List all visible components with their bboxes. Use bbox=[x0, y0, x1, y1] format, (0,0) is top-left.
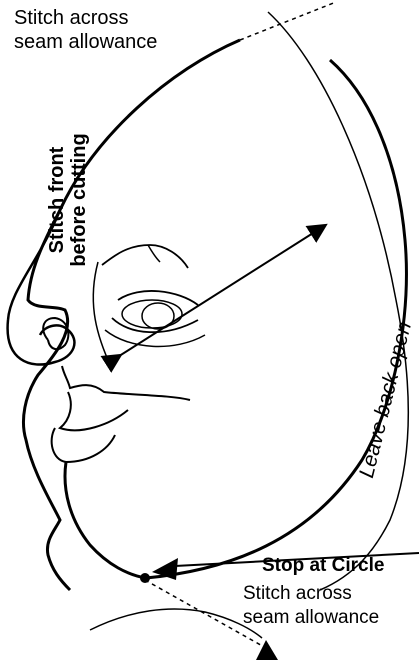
mouth bbox=[60, 392, 128, 430]
lower-lip bbox=[52, 428, 115, 462]
top-stitch-note: Stitch across seam allowance bbox=[14, 6, 157, 54]
cheek-line bbox=[93, 262, 108, 360]
seam-allowance-outline bbox=[268, 12, 408, 590]
bottom-stitch-note-line1: Stitch across bbox=[243, 582, 379, 606]
lower-back-seam bbox=[146, 60, 406, 578]
eyebrow-accent bbox=[148, 245, 160, 262]
upper-lip bbox=[62, 366, 190, 400]
face-outline bbox=[23, 40, 240, 590]
bottom-stitch-note-line2: seam allowance bbox=[243, 606, 379, 630]
top-stitch-note-line2: seam allowance bbox=[14, 30, 157, 54]
stop-at-circle-note: Stop at Circle bbox=[262, 554, 384, 578]
front-stitch-note-line2: before cutting bbox=[68, 133, 90, 266]
chin-line bbox=[65, 462, 146, 578]
top-stitch-note-line1: Stitch across bbox=[14, 6, 157, 30]
front-stitch-note: Stitch front before cutting bbox=[46, 133, 90, 266]
neck-curve bbox=[90, 609, 262, 638]
bottom-stitch-note: Stitch across seam allowance bbox=[243, 582, 379, 630]
eyebrow bbox=[102, 245, 188, 268]
front-stitch-note-line1: Stitch front bbox=[46, 133, 68, 266]
grainline-arrow bbox=[116, 228, 321, 358]
bottom-stitch-arrowhead bbox=[256, 640, 278, 660]
